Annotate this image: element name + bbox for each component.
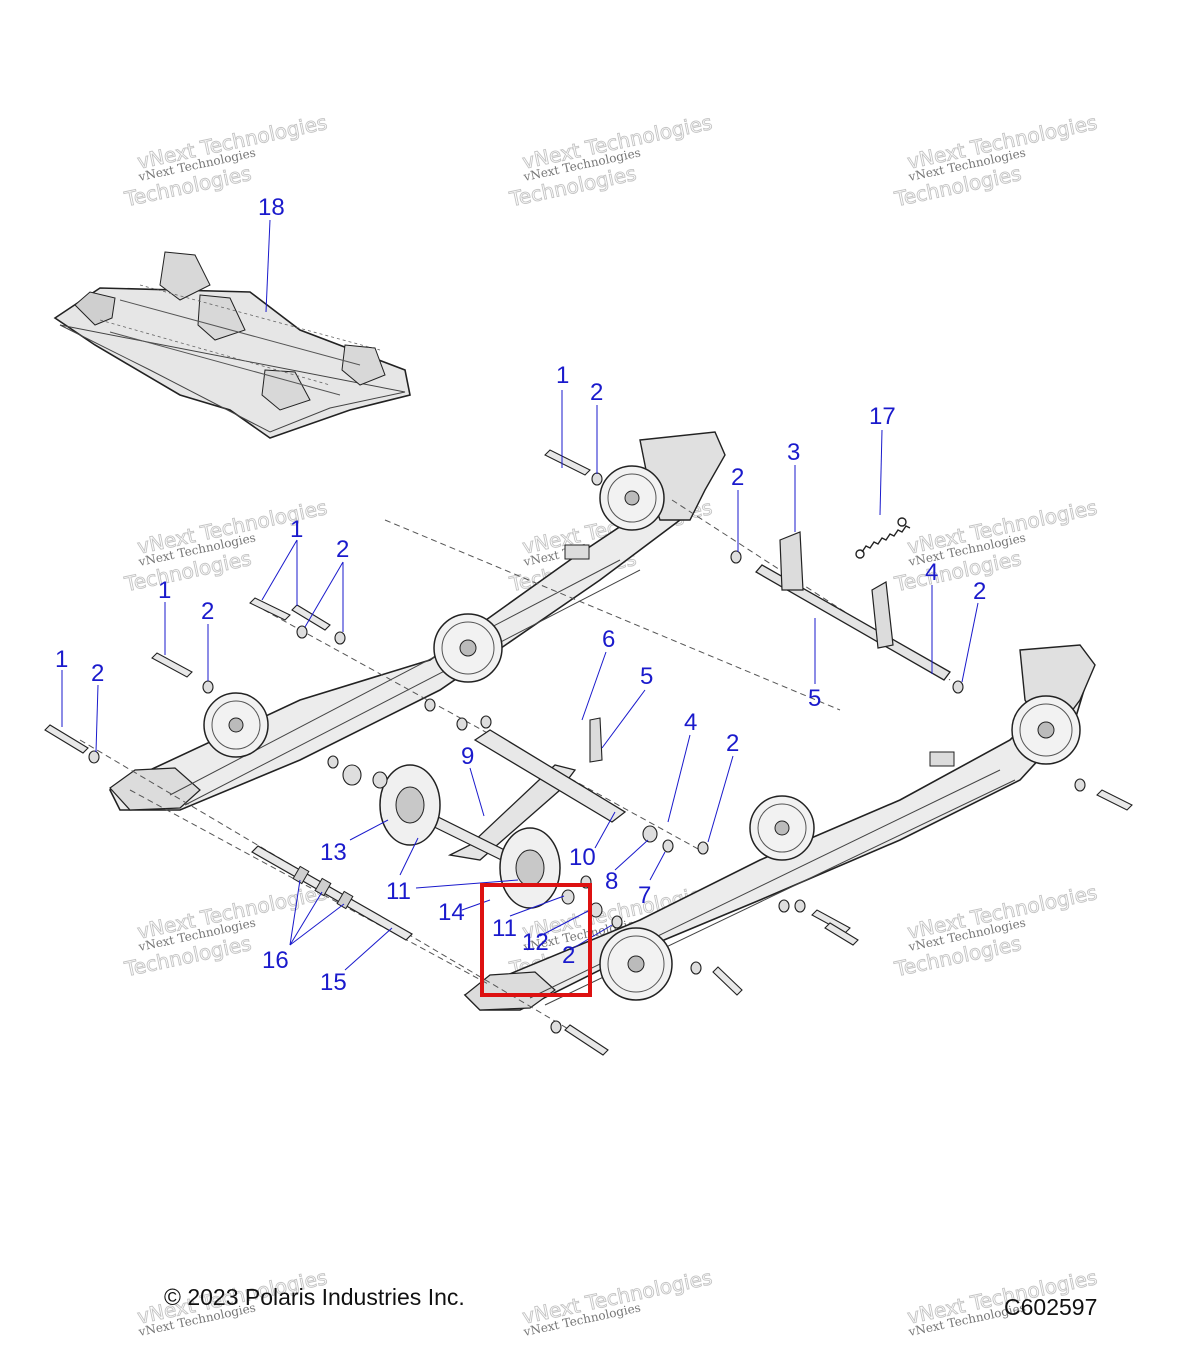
callout-1: 1 bbox=[556, 362, 569, 389]
callout-3: 3 bbox=[787, 439, 800, 466]
callout-18: 18 bbox=[258, 194, 285, 221]
callout-4: 4 bbox=[684, 709, 697, 736]
callout-1: 1 bbox=[290, 516, 303, 543]
rear-axle-part-4 bbox=[754, 531, 951, 681]
callout-2: 2 bbox=[91, 660, 104, 687]
watermark-bottom-center: vNext Technologies vNext Technologies bbox=[520, 1265, 715, 1340]
track-mat-part-18 bbox=[53, 251, 411, 439]
callout-6: 6 bbox=[602, 626, 615, 653]
watermark-top-center: vNext Technologies vNext Technologies Te… bbox=[506, 110, 714, 212]
upper-rail-wheel-front bbox=[203, 692, 269, 758]
callout-1: 1 bbox=[55, 646, 68, 673]
callout-2: 2 bbox=[562, 942, 575, 969]
callout-2: 2 bbox=[973, 578, 986, 605]
callout-labels: 18 1 2 17 3 2 1 2 4 2 1 2 6 5 5 1 2 4 2 … bbox=[55, 194, 986, 996]
callout-11: 11 bbox=[492, 915, 517, 942]
watermark-low-right: vNext Technologies vNext Technologies Te… bbox=[891, 880, 1099, 982]
upper-rail-wheel-rear bbox=[599, 465, 665, 531]
front-shaft-part-15 bbox=[251, 845, 413, 941]
callout-16: 16 bbox=[262, 947, 289, 974]
callout-1: 1 bbox=[158, 577, 171, 604]
watermark-low-left: vNext Technologies vNext Technologies Te… bbox=[121, 880, 329, 982]
figure-code: C602597 bbox=[1004, 1294, 1098, 1320]
callout-2: 2 bbox=[201, 598, 214, 625]
callout-7: 7 bbox=[638, 882, 651, 909]
callout-2: 2 bbox=[731, 464, 744, 491]
callout-5: 5 bbox=[640, 663, 653, 690]
callout-13: 13 bbox=[320, 839, 347, 866]
bolts-part-1 bbox=[44, 449, 1133, 1056]
watermark-mid-left: vNext Technologies vNext Technologies Te… bbox=[121, 495, 329, 597]
lower-rail-wheel-rear bbox=[1011, 695, 1081, 765]
idler-wheel-part-14 bbox=[499, 827, 561, 909]
callout-9: 9 bbox=[461, 743, 474, 770]
callout-15: 15 bbox=[320, 969, 347, 996]
idler-wheel-part-13 bbox=[379, 764, 441, 846]
watermark-top-left: vNext Technologies vNext Technologies Te… bbox=[121, 110, 329, 212]
callout-5: 5 bbox=[808, 685, 821, 712]
callout-4: 4 bbox=[925, 559, 938, 586]
spring-part-17 bbox=[855, 517, 911, 559]
callout-17: 17 bbox=[869, 403, 896, 430]
callout-2: 2 bbox=[336, 536, 349, 563]
watermark-mid-right: vNext Technologies vNext Technologies Te… bbox=[891, 495, 1099, 597]
highlight-box bbox=[480, 883, 592, 997]
lower-rail-wheel-mid bbox=[749, 795, 815, 861]
callout-11: 11 bbox=[386, 878, 411, 905]
callout-12: 12 bbox=[522, 929, 549, 956]
washers-part-2 bbox=[88, 472, 1086, 1034]
leader-lines bbox=[61, 219, 979, 971]
callout-14: 14 bbox=[438, 899, 465, 926]
callout-8: 8 bbox=[605, 868, 618, 895]
copyright-text: © 2023 Polaris Industries Inc. bbox=[164, 1284, 465, 1310]
upper-rail-wheel-mid bbox=[433, 613, 503, 683]
callout-2: 2 bbox=[726, 730, 739, 757]
lower-rail-wheel-front bbox=[599, 927, 673, 1001]
callout-2: 2 bbox=[590, 379, 603, 406]
front-arm-part-9 bbox=[447, 717, 627, 861]
callout-10: 10 bbox=[569, 844, 596, 871]
watermark-top-right: vNext Technologies vNext Technologies Te… bbox=[891, 110, 1099, 212]
